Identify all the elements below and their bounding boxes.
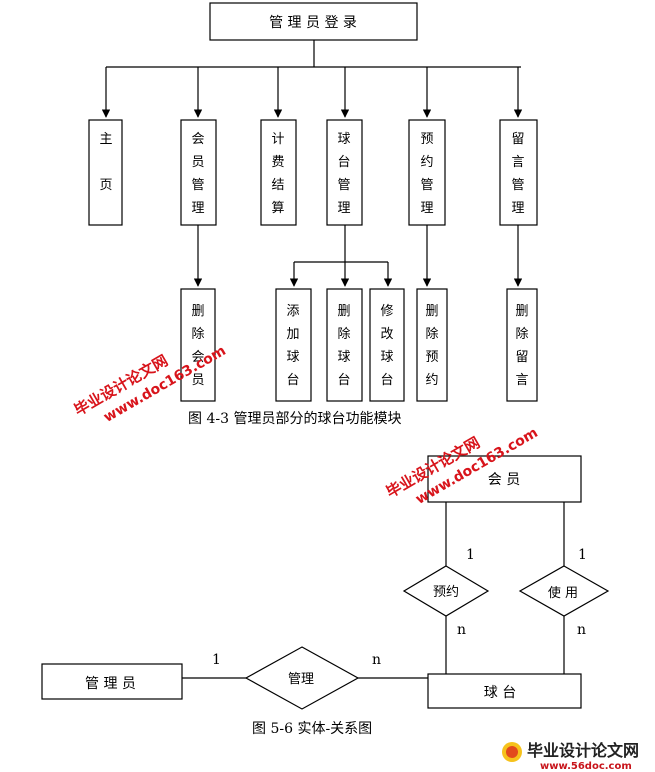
logo-url: www.56doc.com: [540, 761, 632, 772]
module-box-message: [499, 119, 538, 226]
site-logo: 毕业设计论文网 www.56doc.com: [502, 741, 639, 772]
module-label-table: 球台管理: [337, 132, 350, 216]
module-label-billing: 计费结算: [271, 132, 284, 216]
module-box-member: [180, 119, 217, 226]
module-label-message: 留言管理: [511, 132, 524, 216]
root-label: 管 理 员 登 录: [269, 15, 357, 31]
module-label-reserve: 预约管理: [420, 132, 433, 216]
module-label-member: 会员管理: [191, 132, 204, 216]
card-manage-table: n: [372, 652, 381, 668]
sub-box-delete-member: [180, 288, 216, 402]
module-box-reserve: [408, 119, 446, 226]
relation-manage-diamond: [244, 646, 360, 710]
sub-label-edit-table: 修改球台: [380, 304, 393, 388]
entity-table-label: 球 台: [484, 685, 516, 701]
sub-box-edit-table: [369, 288, 405, 402]
relation-reserve-label: 预约: [433, 585, 459, 600]
entity-table-box: [427, 673, 582, 709]
figure2-caption: 图 5-6 实体-关系图: [252, 721, 372, 737]
card-manage-admin: 1: [212, 652, 221, 668]
sub-box-delete-message: [506, 288, 538, 402]
sub-box-delete-reserve: [416, 288, 448, 402]
sub-label-delete-message: 删除留言: [515, 304, 528, 388]
module-box-table: [326, 119, 363, 226]
module-tree: [88, 2, 538, 402]
entity-admin-label: 管 理 员: [85, 676, 136, 692]
er-diagram: [41, 455, 610, 710]
sub-label-delete-reserve: 删除预约: [425, 304, 438, 388]
sub-label-delete-member: 删除会员: [191, 304, 204, 388]
entity-member-box: [427, 455, 582, 503]
figure1-caption: 图 4-3 管理员部分的球台功能模块: [188, 411, 401, 427]
sub-label-add-table: 添加球台: [286, 304, 299, 388]
relation-manage-label: 管理: [288, 672, 314, 687]
sub-box-delete-table: [326, 288, 363, 402]
card-reserve-member: 1: [466, 547, 475, 563]
root-box: [209, 2, 418, 41]
card-use-table: n: [577, 622, 586, 638]
relation-use-label: 使 用: [548, 585, 578, 601]
entity-member-label: 会 员: [488, 472, 520, 488]
entity-admin-box: [41, 663, 183, 700]
module-label-home: 主 页: [99, 132, 112, 193]
sub-label-delete-table: 删除球台: [337, 304, 350, 388]
module-box-home: [88, 119, 123, 226]
module-box-billing: [260, 119, 297, 226]
logo-text: 毕业设计论文网: [527, 741, 639, 760]
card-reserve-table: n: [457, 622, 466, 638]
sub-box-add-table: [275, 288, 312, 402]
card-use-member: 1: [578, 547, 587, 563]
